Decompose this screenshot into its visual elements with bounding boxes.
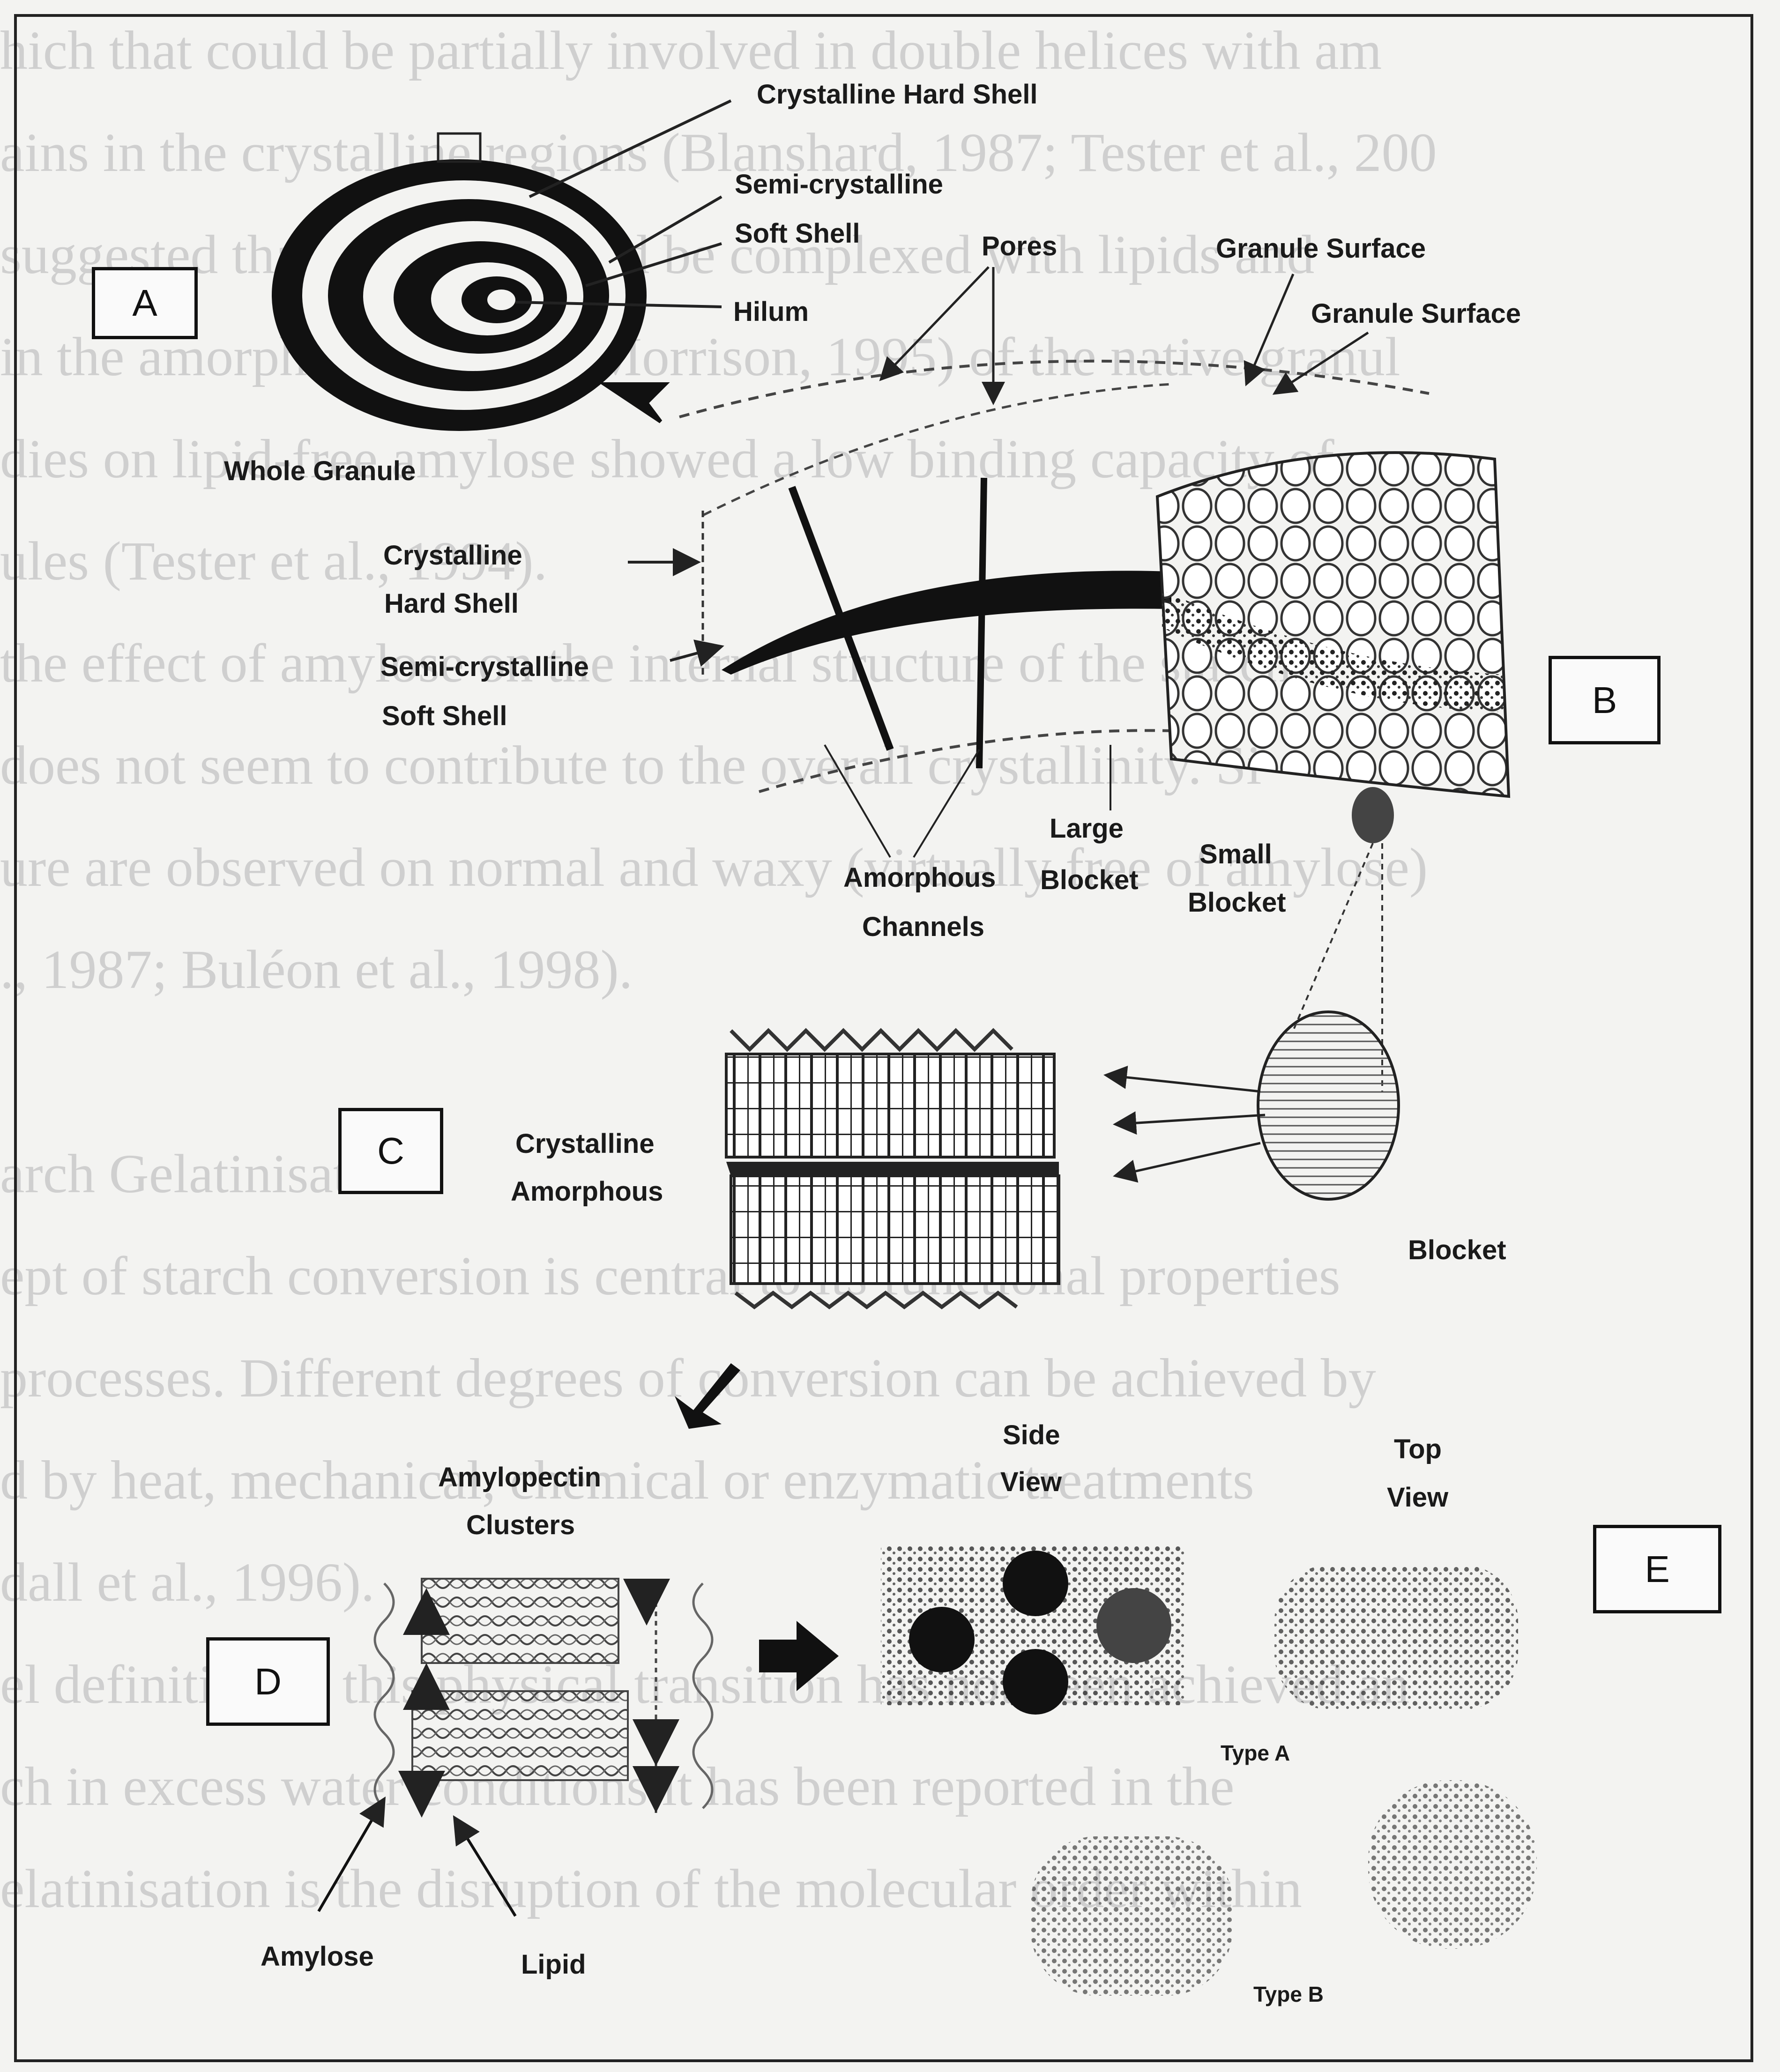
label-small: Small <box>1199 839 1272 870</box>
whole-granule-illustration <box>272 134 647 431</box>
panel-a-label: A <box>92 267 198 339</box>
label-clusters: Clusters <box>466 1509 575 1541</box>
label-semi-crystalline-b: Semi-crystalline <box>380 651 589 683</box>
label-whole-granule: Whole Granule <box>224 455 416 487</box>
label-large: Large <box>1050 813 1124 844</box>
label-pores: Pores <box>982 230 1057 262</box>
panel-c-label: C <box>338 1108 443 1194</box>
label-blocket: Blocket <box>1408 1234 1506 1266</box>
label-blocket-large: Blocket <box>1040 864 1139 896</box>
label-type-b: Type B <box>1253 1982 1324 2007</box>
label-view-top: View <box>1387 1482 1448 1513</box>
arrow-d-to-e <box>759 1621 839 1691</box>
label-amorphous-c: Amorphous <box>511 1176 663 1207</box>
label-channels: Channels <box>862 911 984 943</box>
label-soft-shell: Soft Shell <box>735 218 860 249</box>
arrow-c-to-d <box>675 1363 740 1429</box>
label-type-a: Type A <box>1221 1740 1290 1766</box>
label-amorphous: Amorphous <box>843 862 996 893</box>
label-lipid: Lipid <box>521 1949 586 1980</box>
granule-section-illustration <box>628 267 1509 857</box>
label-hard-shell-b: Hard Shell <box>384 588 519 619</box>
label-blocket-small: Blocket <box>1188 887 1286 918</box>
lamellae-illustration <box>726 1031 1059 1307</box>
panel-d-label: D <box>206 1637 330 1726</box>
label-amylopectin: Amylopectin <box>438 1462 601 1493</box>
crystal-packing-illustration <box>881 1546 1537 1996</box>
label-crystalline-hard-shell: Crystalline Hard Shell <box>757 79 1038 110</box>
label-crystalline-b: Crystalline <box>383 540 522 571</box>
label-granule-surface-1: Granule Surface <box>1216 233 1426 264</box>
label-soft-shell-b: Soft Shell <box>382 700 507 732</box>
amylopectin-clusters-illustration <box>319 1579 712 1916</box>
label-hilum: Hilum <box>733 296 809 327</box>
arrow-a-to-b <box>604 384 665 422</box>
label-semi-crystalline: Semi-crystalline <box>735 169 943 200</box>
label-top: Top <box>1394 1433 1442 1465</box>
label-amylose: Amylose <box>261 1941 374 1972</box>
label-granule-surface-2: Granule Surface <box>1311 298 1521 329</box>
panel-e-label: E <box>1593 1525 1721 1613</box>
panel-b-label: B <box>1549 656 1661 744</box>
label-view-side: View <box>1000 1466 1062 1498</box>
label-side: Side <box>1003 1419 1060 1451</box>
label-crystalline-c: Crystalline <box>515 1128 655 1159</box>
